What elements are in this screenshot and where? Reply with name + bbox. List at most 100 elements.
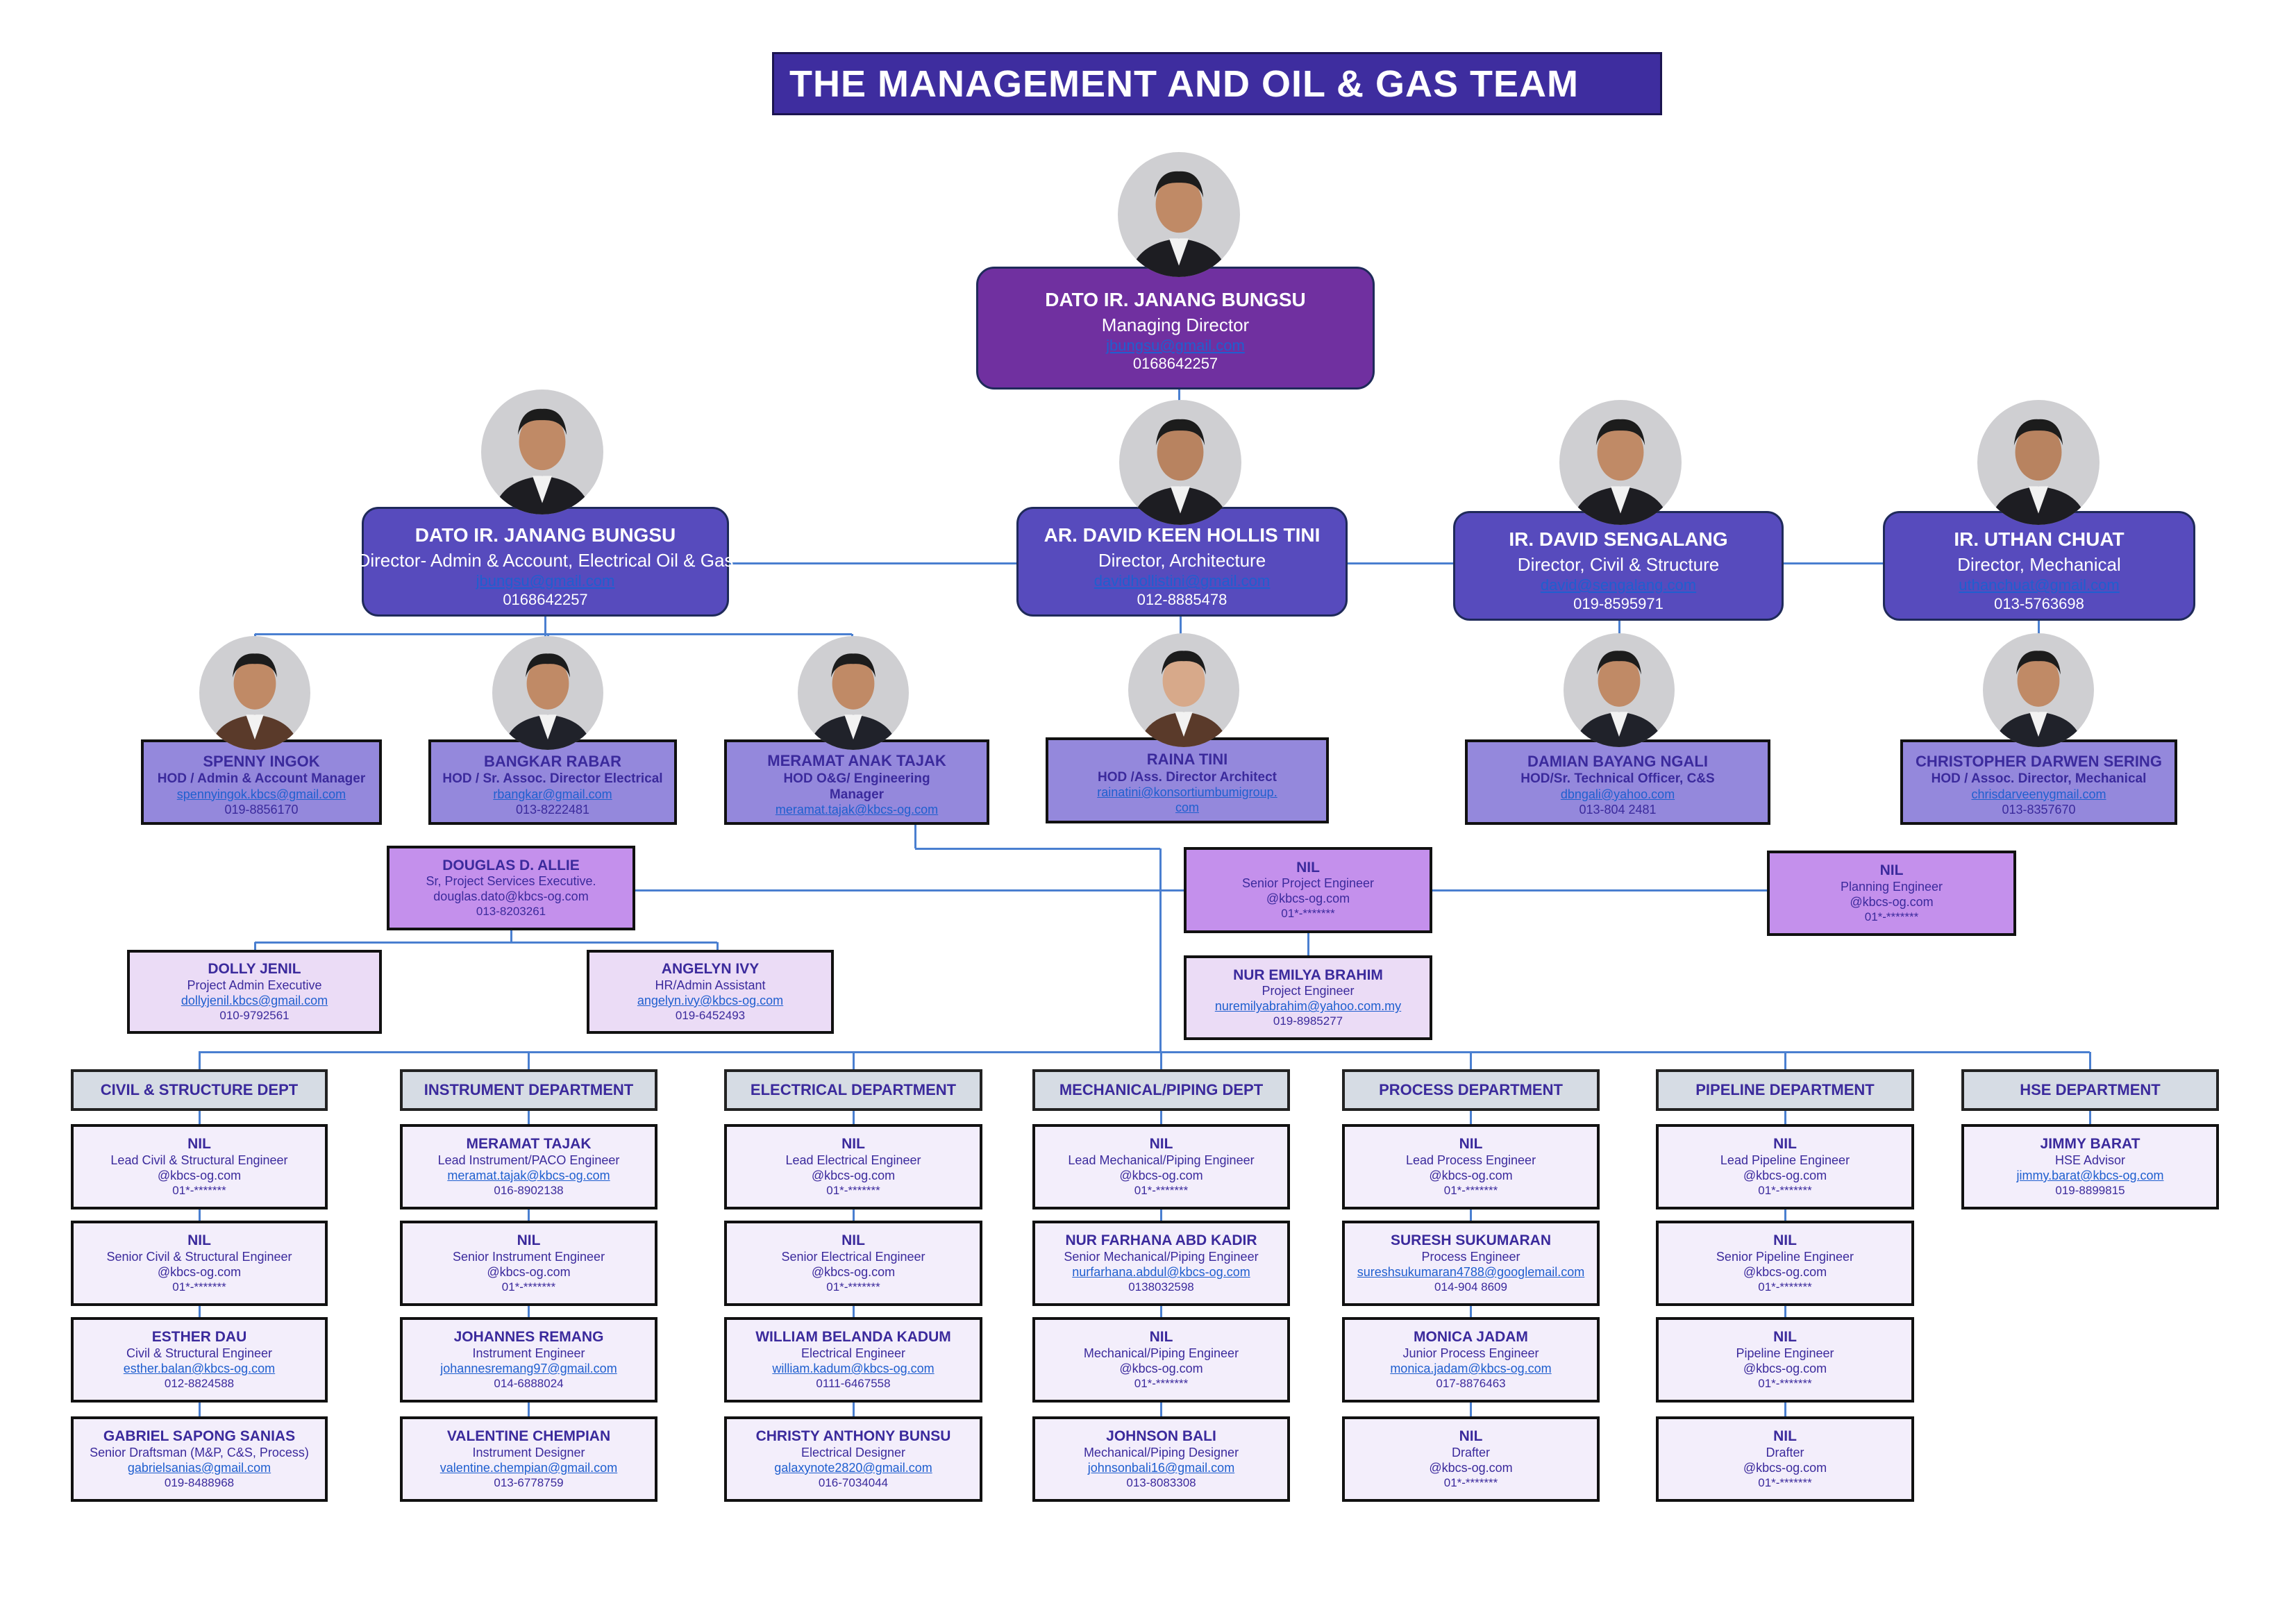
person-name: CHRISTY ANTHONY BUNSU (755, 1428, 951, 1445)
job-title: Senior Electrical Engineer (781, 1249, 925, 1264)
phone-number: 013-8083308 (1126, 1475, 1196, 1489)
email-text: @kbcs-og.com (487, 1264, 571, 1279)
job-title: Lead Mechanical/Piping Engineer (1068, 1153, 1255, 1167)
department-header: HSE DEPARTMENT (1961, 1069, 2219, 1111)
email-link[interactable]: nurfarhana.abdul@kbcs-og.com (1072, 1264, 1250, 1279)
email-link[interactable]: valentine.chempian@gmail.com (439, 1460, 618, 1475)
connector-line (253, 942, 256, 950)
person-name: DATO IR. JANANG BUNGSU (414, 524, 676, 546)
email-link[interactable]: jbungsu@gmail.com (476, 572, 615, 590)
job-title: HOD O&G/ Engineering (783, 771, 930, 786)
department-header: INSTRUMENT DEPARTMENT (400, 1069, 657, 1111)
job-title: Pipeline Engineer (1736, 1346, 1834, 1360)
job-title: Electrical Designer (801, 1445, 906, 1459)
person-name: RAINA TINI (1146, 751, 1228, 769)
connector-line (2037, 621, 2040, 635)
job-title: Process Engineer (1421, 1249, 1520, 1264)
phone-number: 01*-******* (826, 1280, 880, 1294)
email-link[interactable]: monica.jadam@kbcs-og.com (1390, 1361, 1552, 1375)
email-text: @kbcs-og.com (1429, 1168, 1513, 1182)
person-name: ESTHER DAU (151, 1329, 247, 1346)
email-link[interactable]: rbangkar@gmail.com (493, 787, 612, 801)
email-link[interactable]: nuremilyabrahim@yahoo.com.my (1214, 999, 1402, 1014)
connector-line (544, 617, 546, 637)
email-link[interactable]: galaxynote2820@gmail.com (774, 1460, 932, 1475)
person-name: NIL (517, 1232, 541, 1249)
connector-line (914, 825, 916, 848)
phone-number: 019-8488968 (164, 1475, 235, 1489)
email-text: @kbcs-og.com (1119, 1361, 1203, 1375)
email-text: @kbcs-og.com (157, 1264, 242, 1279)
email-link[interactable]: johnsonbali16@gmail.com (1087, 1460, 1235, 1475)
connector-line (852, 1052, 855, 1069)
connector-line (255, 633, 852, 635)
person-name: ANGELYN IVY (661, 961, 760, 978)
email-link[interactable]: uthanchuat@gmail.com (1959, 576, 2120, 594)
person-name: NIL (1773, 1136, 1797, 1153)
email-link[interactable]: dbngali@yahoo.com (1560, 787, 1675, 801)
job-title: Director- Admin & Account, Electrical Oi… (357, 550, 734, 571)
job-title: Senior Draftsman (M&P, C&S, Process) (90, 1445, 309, 1459)
email-link[interactable]: johannesremang97@gmail.com (440, 1361, 617, 1375)
phone-number: 01*-******* (1758, 1183, 1812, 1197)
phone-number: 014-6888024 (494, 1376, 564, 1390)
job-title: Senior Instrument Engineer (452, 1249, 605, 1264)
email-link[interactable]: com (1175, 801, 1199, 814)
person-name: DATO IR. JANANG BUNGSU (1045, 288, 1306, 310)
phone-number: 0138032598 (1128, 1280, 1194, 1294)
person-name: BANGKAR RABAR (484, 752, 621, 770)
email-link[interactable]: meramat.tajak@kbcs-og.com (447, 1168, 610, 1182)
person-name: NIL (1773, 1329, 1797, 1346)
email-link[interactable]: jimmy.barat@kbcs-og.com (2016, 1168, 2164, 1182)
email-link[interactable]: gabrielsanias@gmail.com (127, 1460, 271, 1475)
person-name: NIL (1459, 1428, 1483, 1445)
department-header: PROCESS DEPARTMENT (1342, 1069, 1600, 1111)
job-title: Mechanical/Piping Engineer (1083, 1346, 1239, 1360)
job-title: Lead Instrument/PACO Engineer (437, 1153, 620, 1167)
email-text: @kbcs-og.com (811, 1168, 896, 1182)
connector-line (1307, 933, 1309, 955)
job-title: Planning Engineer (1840, 879, 1943, 894)
profile-photo (1559, 400, 1682, 525)
email-link[interactable]: dollyjenil.kbcs@gmail.com (181, 993, 328, 1007)
person-name: MERAMAT TAJAK (466, 1136, 592, 1153)
email-link[interactable]: esther.balan@kbcs-og.com (123, 1361, 276, 1375)
phone-number: 01*-******* (501, 1280, 556, 1294)
job-title: HSE Advisor (2054, 1153, 2126, 1167)
person-name: MERAMAT ANAK TAJAK (767, 751, 946, 769)
profile-photo (1119, 400, 1241, 525)
email-link[interactable]: davidhollistini@gmail.com (1093, 572, 1271, 590)
email-link[interactable]: rainatini@konsortiumbumigroup. (1097, 785, 1277, 800)
person-name: GABRIEL SAPONG SANIAS (103, 1428, 296, 1445)
person-name: NIL (841, 1136, 865, 1153)
email-link[interactable]: meramat.tajak@kbcs-og.com (775, 803, 939, 817)
email-link[interactable]: william.kadum@kbcs-og.com (772, 1361, 935, 1375)
email-link[interactable]: jbungsu@gmail.com (1106, 336, 1245, 354)
profile-photo (1977, 400, 2100, 525)
job-title: Senior Civil & Structural Engineer (106, 1249, 292, 1264)
email-link[interactable]: angelyn.ivy@kbcs-og.com (637, 993, 784, 1007)
email-link[interactable]: spennyingok.kbcs@gmail.com (176, 787, 346, 801)
job-title: Senior Project Engineer (1241, 876, 1375, 891)
email-link[interactable]: sureshsukumaran4788@googlemail.com (1357, 1264, 1585, 1279)
job-title: Sr, Project Services Executive. (426, 874, 596, 889)
email-link[interactable]: david@sengalang.com (1540, 576, 1697, 594)
email-link[interactable]: chrisdarveenygmail.com (1971, 787, 2106, 801)
person-name: CHRISTOPHER DARWEN SERING (1916, 752, 2162, 770)
email-text: @kbcs-og.com (1743, 1460, 1827, 1475)
